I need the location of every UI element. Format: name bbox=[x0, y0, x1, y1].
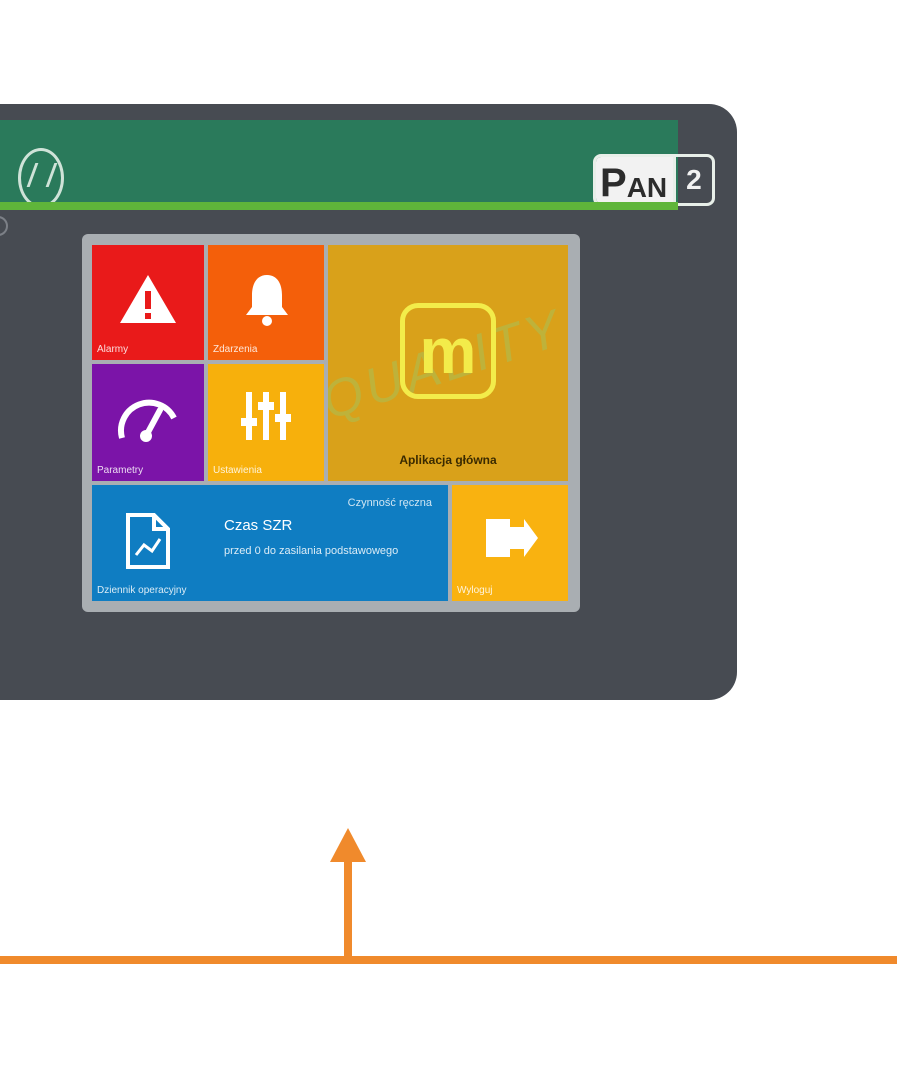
tile-report-title: Czas SZR bbox=[224, 517, 293, 534]
tile-report-corner-text: Czynność ręczna bbox=[347, 497, 432, 509]
gauge-icon bbox=[118, 399, 177, 442]
connection-bus-line bbox=[0, 956, 897, 964]
badge-brand-small: AN bbox=[626, 172, 668, 203]
tile-logout-label: Wyloguj bbox=[457, 585, 493, 596]
device-header-bar: P AN 2 bbox=[0, 120, 715, 208]
tile-operation-log[interactable]: Czynność ręczna Czas SZR przed 0 do zasi… bbox=[92, 485, 448, 601]
tile-report-label: Dziennik operacyjny bbox=[97, 585, 187, 596]
tile-alarms[interactable]: Alarmy bbox=[92, 245, 204, 360]
tile-report-subtitle: przed 0 do zasilania podstawowego bbox=[224, 545, 399, 557]
pan2-badge: P AN 2 bbox=[593, 154, 715, 206]
warning-triangle-icon bbox=[120, 275, 176, 323]
tile-logout[interactable]: Wyloguj bbox=[452, 485, 568, 601]
badge-brand-big: P bbox=[600, 161, 627, 205]
tile-parameters[interactable]: Parametry bbox=[92, 364, 204, 481]
sliders-icon bbox=[241, 392, 291, 440]
tile-alarms-label: Alarmy bbox=[97, 344, 129, 355]
logout-icon bbox=[486, 519, 538, 557]
tile-params-label: Parametry bbox=[97, 465, 144, 476]
tile-settings[interactable]: Ustawienia bbox=[208, 364, 324, 481]
status-led-icon bbox=[0, 216, 8, 236]
document-icon bbox=[126, 513, 170, 569]
header-accent-line bbox=[0, 202, 678, 210]
tile-app-label: Aplikacja główna bbox=[399, 453, 497, 467]
tile-main-application[interactable]: QUALITY m Aplikacja główna bbox=[328, 245, 568, 481]
tile-settings-label: Ustawienia bbox=[213, 465, 262, 476]
m-logo-icon: m bbox=[400, 303, 496, 399]
badge-number: 2 bbox=[673, 157, 712, 203]
tile-events-label: Zdarzenia bbox=[213, 344, 258, 355]
upward-arrow-shaft bbox=[344, 854, 352, 962]
touch-screen: Alarmy Zdarzenia QUALITY m Aplikacja głó… bbox=[82, 234, 580, 612]
controller-device: P AN 2 Alarmy Zdarzenia QUALITY m bbox=[0, 104, 737, 700]
bell-icon bbox=[246, 275, 288, 326]
company-logo-icon bbox=[18, 148, 64, 208]
tile-events[interactable]: Zdarzenia bbox=[208, 245, 324, 360]
